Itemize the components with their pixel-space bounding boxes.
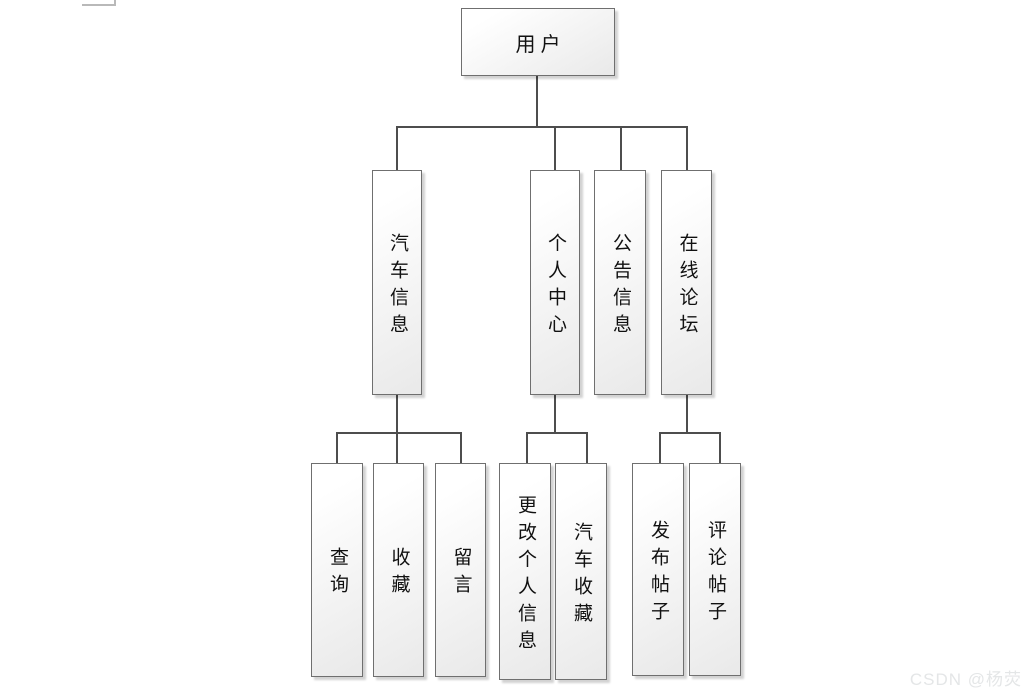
node-personal-center: 个人中心 — [530, 170, 580, 395]
connector-line — [586, 432, 588, 463]
node-message: 留言 — [435, 463, 486, 677]
node-label: 汽车信息 — [386, 232, 408, 341]
connector-line — [336, 432, 462, 434]
node-comment-post: 评论帖子 — [689, 463, 741, 676]
clipped-box-fragment — [82, 4, 116, 6]
node-edit-personal-info: 更改个人信息 — [499, 463, 551, 680]
connector-line — [396, 126, 688, 128]
node-announcement-info: 公告信息 — [594, 170, 646, 395]
watermark: CSDN @杨荧 — [909, 670, 1022, 689]
node-car-favorite: 汽车收藏 — [555, 463, 607, 680]
clipped-box-fragment — [114, 0, 116, 6]
node-favorite: 收藏 — [373, 463, 424, 677]
connector-line — [460, 432, 462, 463]
connector-line — [686, 395, 688, 434]
node-online-forum: 在线论坛 — [661, 170, 712, 395]
connector-line — [536, 76, 538, 127]
node-label: 收藏 — [388, 547, 410, 601]
node-label: 汽车收藏 — [570, 521, 592, 630]
node-user: 用户 — [461, 8, 615, 76]
node-publish-post: 发布帖子 — [632, 463, 684, 676]
node-label: 用户 — [515, 33, 566, 56]
connector-line — [396, 395, 398, 434]
node-label: 更改个人信息 — [514, 494, 536, 657]
node-label: 在线论坛 — [676, 232, 698, 341]
connector-line — [659, 432, 661, 463]
connector-line — [396, 126, 398, 170]
connector-line — [526, 432, 588, 434]
connector-line — [719, 432, 721, 463]
node-label: 留言 — [450, 547, 472, 601]
connector-line — [686, 126, 688, 170]
node-label: 公告信息 — [609, 232, 631, 341]
node-query: 查询 — [311, 463, 363, 677]
connector-line — [554, 395, 556, 434]
connector-line — [526, 432, 528, 463]
node-label: 查询 — [326, 547, 348, 601]
node-label: 发布帖子 — [647, 519, 669, 628]
connector-line — [620, 126, 622, 170]
connector-line — [659, 432, 721, 434]
node-label: 个人中心 — [544, 232, 566, 341]
connector-line — [336, 432, 338, 463]
connector-line — [396, 432, 398, 463]
node-label: 评论帖子 — [704, 519, 726, 628]
connector-line — [554, 126, 556, 170]
node-car-info: 汽车信息 — [372, 170, 422, 395]
